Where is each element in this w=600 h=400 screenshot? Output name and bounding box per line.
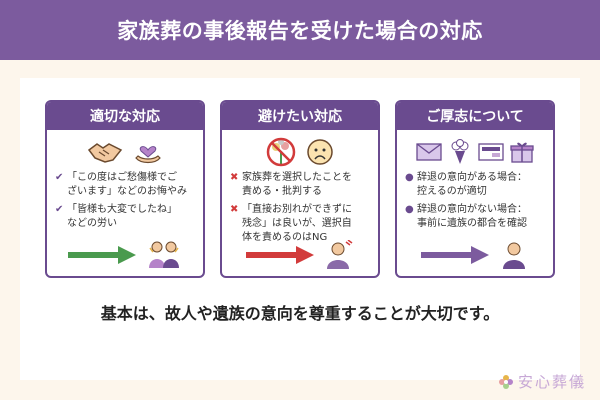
check-icon: ✔ — [55, 204, 64, 215]
card-avoid: 避けたい対応 ✖ 家族葬を選択したことを 責める・批判する ✖ 「直接お別れがで… — [220, 100, 380, 278]
worried-face-icon — [307, 139, 333, 165]
item-text: 「皆様も大変でしたね」 などの労い — [67, 204, 177, 229]
logo-text: 安心葬儀 — [517, 373, 586, 391]
bouquet-icon — [451, 139, 469, 164]
prohibited-flowers-icon — [266, 137, 296, 167]
item-text: 「この度はご愁傷様でご ざいます」などのお悔やみ — [67, 172, 187, 197]
check-icon: ✔ — [55, 172, 64, 183]
upset-person-icon — [327, 240, 353, 269]
money-envelope-icon — [478, 143, 504, 161]
people-greeting-icon — [149, 241, 179, 268]
card-condolence-gifts: ご厚志について ● 辞退の意向がある場合： 控えるのが適切 — [395, 100, 555, 278]
list-item: ✖ 「直接お別れができずに 残念」は良いが、選択自 体を責めるのはNG — [230, 203, 370, 245]
logo: 安心葬儀 — [498, 371, 586, 392]
cross-icon: ✖ — [230, 172, 239, 183]
item-text: 「直接お別れができずに 残念」は良いが、選択自 体を責めるのはNG — [242, 204, 352, 243]
item-text: 家族葬を選択したことを 責める・批判する — [242, 172, 352, 197]
card-title: 適切な対応 — [47, 102, 203, 130]
arrow-right-icon — [68, 246, 136, 264]
envelope-icon — [416, 143, 442, 161]
list-item: ● 辞退の意向がない場合： 事前に遺族の都合を確認 — [405, 203, 545, 231]
bullet-icon: ● — [405, 172, 414, 183]
arrow-right-icon — [421, 246, 489, 264]
bullet-icon: ● — [405, 204, 414, 215]
card-appropriate: 適切な対応 ✔ 「この度はご愁傷様でご ざいます」などのお悔やみ ✔ 「皆様も大… — [45, 100, 205, 278]
list-item: ● 辞退の意向がある場合： 控えるのが適切 — [405, 171, 545, 199]
arrow-right-icon — [246, 246, 314, 264]
handshake-icon — [87, 143, 123, 163]
card-title: ご厚志について — [397, 102, 553, 130]
cross-icon: ✖ — [230, 204, 239, 215]
header-banner: 家族葬の事後報告を受けた場合の対応 — [0, 0, 600, 60]
item-text: 辞退の意向がある場合： 控えるのが適切 — [417, 172, 527, 197]
item-text: 辞退の意向がない場合： 事前に遺族の都合を確認 — [417, 204, 527, 229]
page-title: 家族葬の事後報告を受けた場合の対応 — [117, 19, 483, 43]
flower-logo-icon — [498, 374, 513, 389]
card-title: 避けたい対応 — [222, 102, 378, 130]
summary-text: 基本は、故人や遺族の意向を尊重することが大切です。 — [100, 304, 500, 323]
list-item: ✔ 「皆様も大変でしたね」 などの労い — [55, 203, 195, 231]
heart-hand-icon — [135, 146, 161, 164]
gift-icon — [510, 142, 534, 163]
list-item: ✔ 「この度はご愁傷様でご ざいます」などのお悔やみ — [55, 171, 195, 199]
list-item: ✖ 家族葬を選択したことを 責める・批判する — [230, 171, 370, 199]
bowing-person-icon — [503, 242, 525, 269]
